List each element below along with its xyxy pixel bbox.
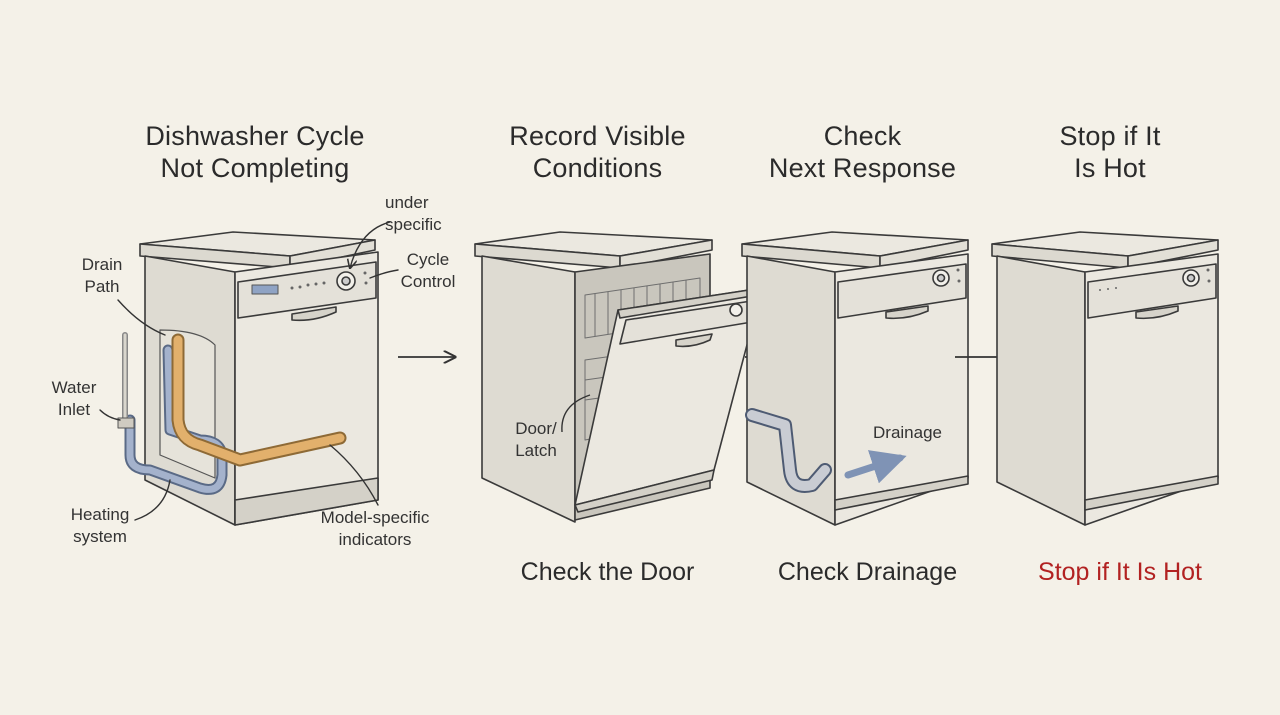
- label-door-latch: Door/Latch: [515, 419, 557, 460]
- caption-check-door: Check the Door: [520, 558, 695, 586]
- drain-pipe-3: [745, 408, 907, 493]
- pipes-dishwasher-1: [117, 332, 347, 495]
- leader-lines-1: [99, 221, 399, 521]
- door-latch-leader: [561, 394, 591, 433]
- dishwasher-4: [991, 231, 1219, 526]
- label-drainage: Drainage: [873, 423, 942, 442]
- caption-check-drainage: Check Drainage: [777, 558, 958, 586]
- caption-stop-hot: Stop if It Is Hot: [1038, 558, 1202, 586]
- dishwasher-3: [741, 231, 969, 526]
- dishwasher-2: [474, 231, 765, 523]
